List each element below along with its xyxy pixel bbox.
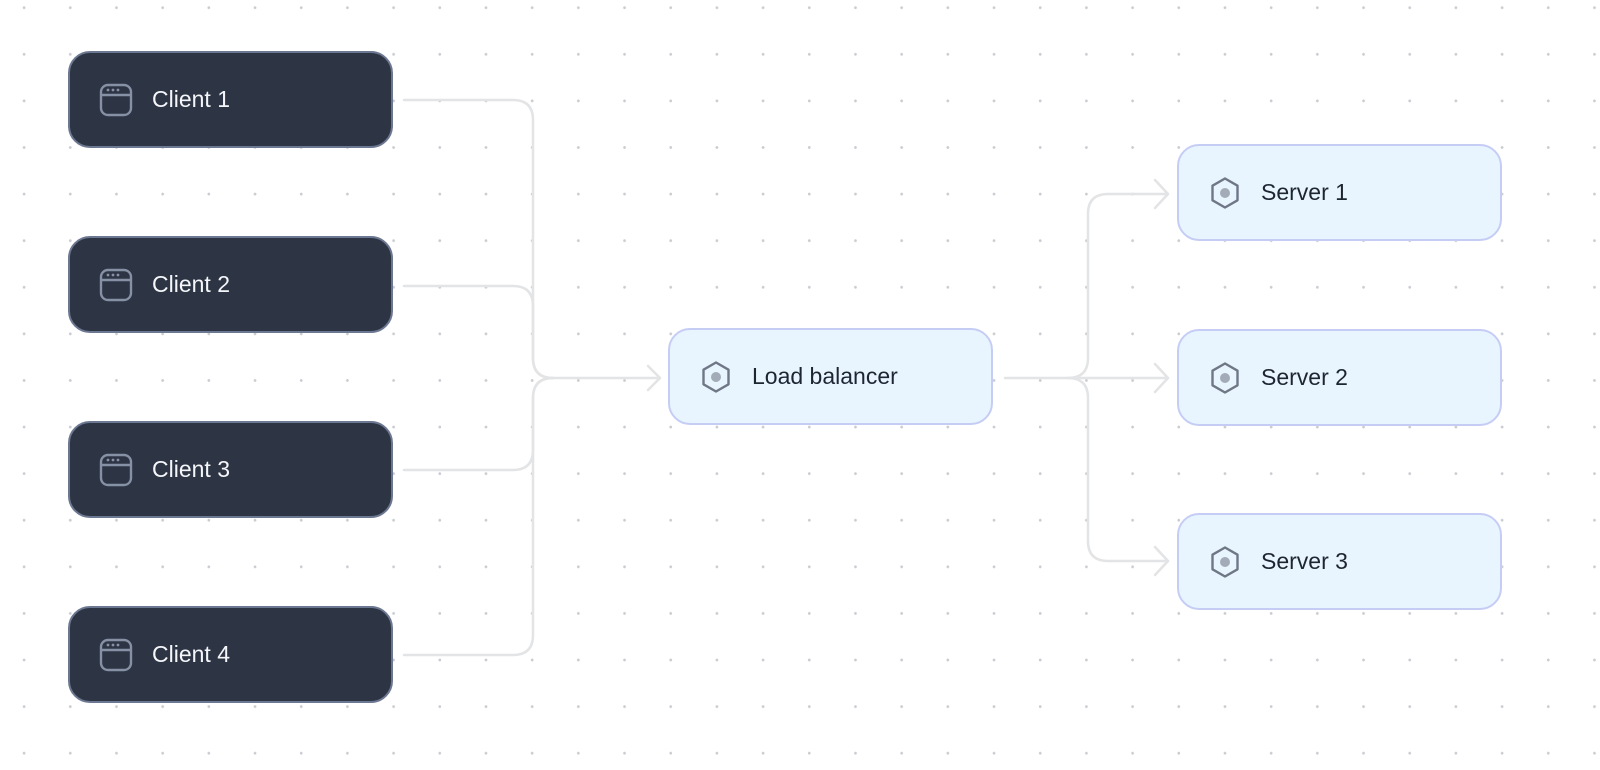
edge-client2-lb [402, 284, 555, 380]
hexagon-service-icon [1207, 175, 1243, 211]
hexagon-service-icon [698, 359, 734, 395]
client-node-4[interactable]: Client 4 [68, 606, 393, 703]
load-balancer-node[interactable]: Load balancer [668, 328, 993, 425]
browser-window-icon [98, 452, 134, 488]
arrowhead-lb [646, 364, 662, 392]
node-label: Client 4 [152, 641, 230, 667]
edge-lb-server1 [1003, 192, 1170, 380]
server-node-2[interactable]: Server 2 [1177, 329, 1502, 426]
hexagon-service-icon [1207, 360, 1243, 396]
node-label: Server 2 [1261, 364, 1348, 390]
client-node-1[interactable]: Client 1 [68, 51, 393, 148]
client-node-3[interactable]: Client 3 [68, 421, 393, 518]
client-node-2[interactable]: Client 2 [68, 236, 393, 333]
arrowhead-server1 [1153, 178, 1170, 210]
node-label: Server 3 [1261, 548, 1348, 574]
browser-window-icon [98, 82, 134, 118]
browser-window-icon [98, 267, 134, 303]
arrowhead-server2 [1153, 362, 1170, 394]
node-label: Client 3 [152, 456, 230, 482]
server-node-3[interactable]: Server 3 [1177, 513, 1502, 610]
node-label: Client 2 [152, 271, 230, 297]
edge-client4-lb [402, 376, 555, 657]
edge-lb-server3 [1066, 376, 1170, 563]
node-label: Load balancer [752, 363, 898, 389]
edge-client3-lb [402, 376, 555, 472]
node-label: Client 1 [152, 86, 230, 112]
hexagon-service-icon [1207, 544, 1243, 580]
node-label: Server 1 [1261, 179, 1348, 205]
server-node-1[interactable]: Server 1 [1177, 144, 1502, 241]
arrowhead-server3 [1153, 545, 1170, 577]
browser-window-icon [98, 637, 134, 673]
